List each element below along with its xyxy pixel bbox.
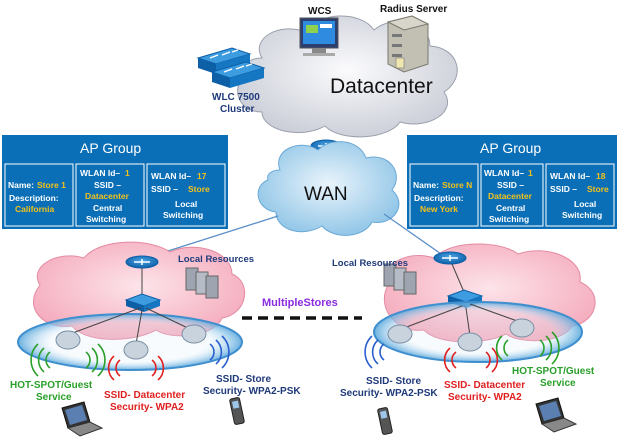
left-hotspot-line1: HOT-SPOT/Guest: [10, 380, 93, 391]
ap-right-c3-wlan-label: WLAN Id–: [550, 171, 590, 181]
right-ssid-datacenter-line1: SSID- Datacenter: [444, 380, 525, 391]
ap-group-left-title: AP Group: [80, 140, 141, 156]
ap-left-c3-switching-2: Switching: [163, 210, 203, 220]
right-local-resources-icon: [383, 263, 417, 295]
ap-right-c2-switching-2: Switching: [489, 214, 529, 224]
ap-right-desc-value: New York: [420, 204, 458, 214]
ap-right-c2-wlan-label: WLAN Id–: [484, 168, 524, 178]
ap-right-name-value: Store N: [442, 180, 472, 190]
ap-right-c2-ssid-value: Datacenter: [488, 191, 533, 201]
right-wlan-ring: [373, 301, 583, 363]
ap-right-c3-ssid-value: Store: [587, 184, 609, 194]
right-hotspot-line2: Service: [540, 378, 576, 389]
left-local-resources-label: Local Resources: [178, 254, 254, 265]
wlc-label-line1: WLC 7500: [212, 92, 260, 103]
right-local-resources-label: Local Resources: [332, 258, 408, 269]
ap-right-desc-label: Description:: [414, 193, 464, 203]
right-ssid-store-line2: Security- WPA2-PSK: [340, 388, 438, 399]
ap-right-c2-switching-1: Central: [496, 203, 525, 213]
left-ap-links: [69, 307, 193, 345]
left-local-resources-icon: [185, 267, 219, 299]
left-store-router-icon: [125, 255, 159, 269]
right-ssid-datacenter-line2: Security- WPA2: [448, 392, 522, 403]
ap-left-c3-wlan-value: 17: [197, 171, 207, 181]
left-ssid-store-line2: Security- WPA2-PSK: [203, 386, 301, 397]
ap-right-c3-wlan-value: 18: [596, 171, 606, 181]
ap-left-desc-value: California: [15, 204, 54, 214]
ap-left-c2-switching-1: Central: [93, 203, 122, 213]
radius-server-icon: [386, 15, 430, 73]
ap-left-desc-label: Description:: [9, 193, 59, 203]
left-ssid-datacenter-line2: Security- WPA2: [110, 402, 184, 413]
left-wifi-signal-icon: [30, 335, 230, 381]
ap-group-right: AP Group Name: Store N Description: New …: [407, 135, 617, 229]
ap-group-right-title: AP Group: [480, 140, 541, 156]
ap-right-name-label: Name:: [413, 180, 439, 190]
wan-cloud: WAN: [257, 141, 400, 236]
right-access-point-icon: [387, 318, 535, 352]
right-ssid-store-line1: SSID- Store: [366, 376, 421, 387]
right-wifi-signal-icon: [364, 331, 560, 373]
ap-left-name-value: Store 1: [37, 180, 66, 190]
left-ssid-store-line1: SSID- Store: [216, 374, 271, 385]
left-laptop-icon: [61, 401, 104, 437]
ap-right-c3-switching-2: Switching: [562, 210, 602, 220]
ap-left-name-label: Name:: [8, 180, 34, 190]
right-hotspot-line1: HOT-SPOT/Guest: [512, 366, 595, 377]
wcs-monitor-icon: [299, 17, 339, 56]
left-ssid-datacenter-line1: SSID- Datacenter: [104, 390, 185, 401]
left-hotspot-line2: Service: [36, 392, 72, 403]
wlc-label-line2: Cluster: [220, 104, 255, 115]
multiple-stores-label: MultipleStores: [262, 297, 338, 309]
ap-left-c3-ssid-value: Store: [188, 184, 210, 194]
left-access-point-icon: [55, 324, 207, 360]
right-router-switch-link: [451, 263, 465, 293]
ap-right-c3-switching-1: Local: [574, 199, 596, 209]
wcs-label: WCS: [308, 6, 332, 17]
right-laptop-icon: [535, 397, 578, 433]
ap-right-c2-wlan-value: 1: [528, 168, 533, 178]
right-ap-links: [403, 303, 521, 337]
ap-right-c2-ssid-label: SSID –: [497, 180, 524, 190]
radius-server-label: Radius Server: [380, 4, 447, 15]
ap-left-c2-wlan-label: WLAN Id–: [80, 168, 120, 178]
ap-group-left: AP Group Name: Store 1 Description: Cali…: [2, 135, 228, 229]
right-handheld-icon: [377, 407, 393, 435]
right-store-router-icon: [433, 251, 467, 265]
left-handheld-icon: [229, 397, 245, 425]
ap-right-c3-ssid-label: SSID –: [550, 184, 577, 194]
ap-left-c2-switching-2: Switching: [86, 214, 126, 224]
ap-left-c3-switching-1: Local: [175, 199, 197, 209]
datacenter-label: Datacenter: [330, 75, 433, 98]
ap-left-c2-wlan-value: 1: [125, 168, 130, 178]
ap-left-c2-ssid-value: Datacenter: [85, 191, 130, 201]
ap-left-c3-ssid-label: SSID –: [151, 184, 178, 194]
ap-left-c3-wlan-label: WLAN Id–: [151, 171, 191, 181]
wlc-cluster-icon: [196, 47, 266, 88]
ap-left-c2-ssid-label: SSID –: [94, 180, 121, 190]
wan-label: WAN: [304, 184, 348, 205]
